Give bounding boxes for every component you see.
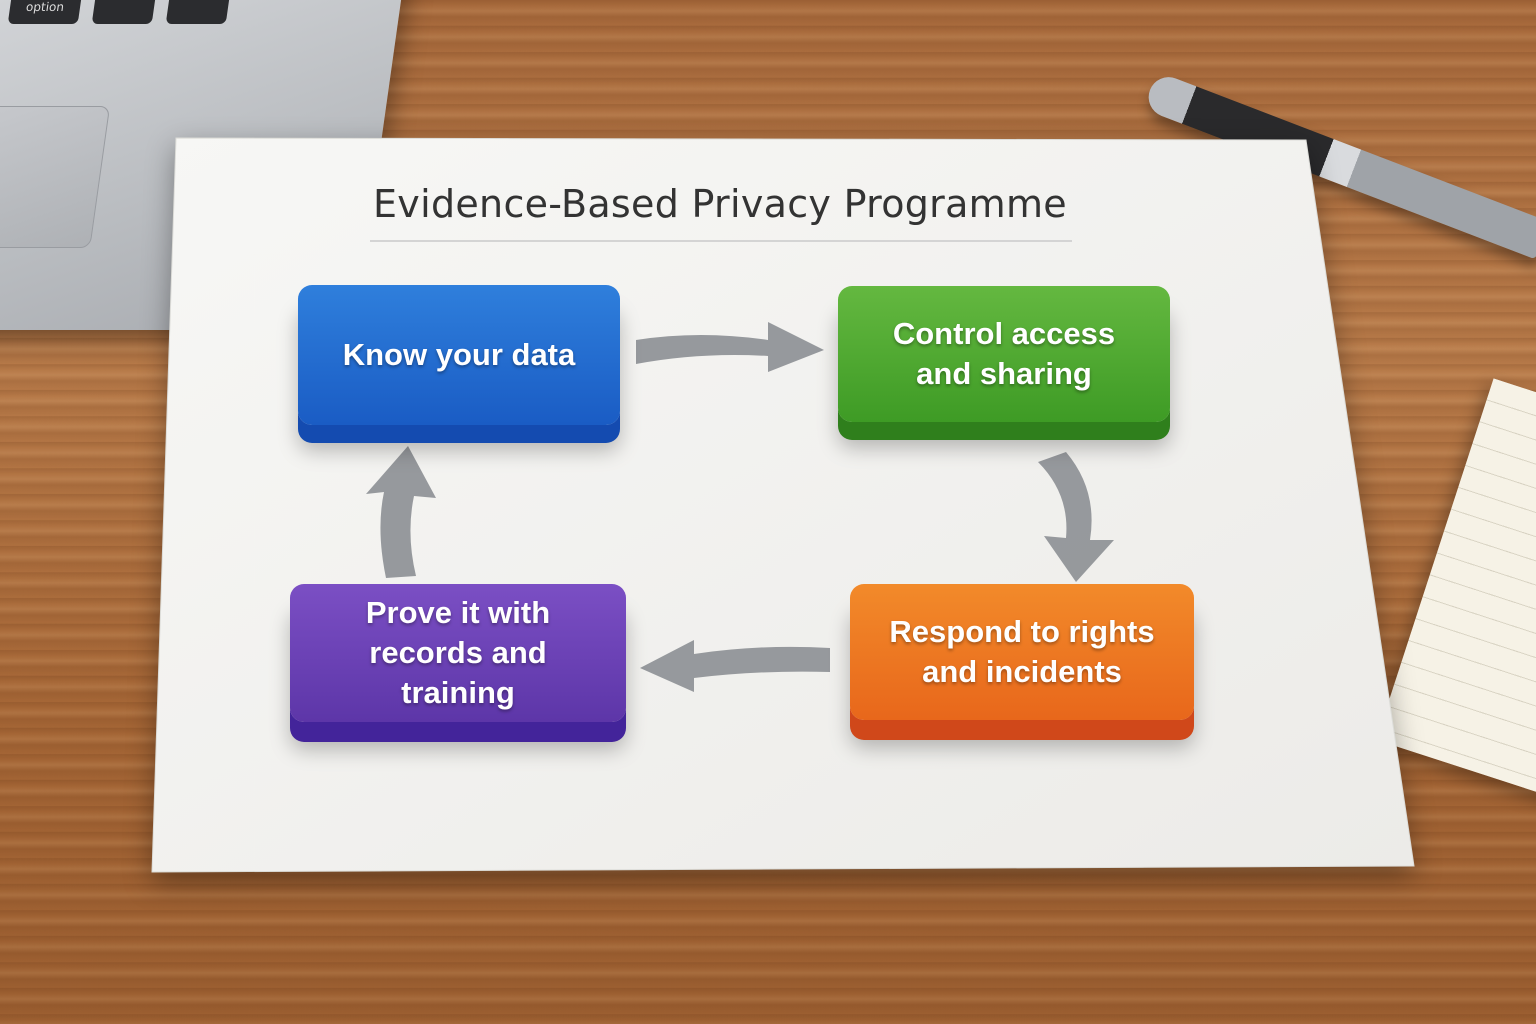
step-label: Prove it with records and training [365, 595, 551, 710]
step-label: Control access and sharing [892, 316, 1116, 391]
diagram-title: Evidence-Based Privacy Programme [373, 182, 1067, 226]
arrow-prove-to-know [366, 446, 436, 578]
step-respond-rights: Respond to rights and incidents [850, 584, 1194, 720]
step-label: Respond to rights and incidents [889, 614, 1155, 689]
step-control-access: Control access and sharing [838, 286, 1170, 422]
arrow-know-to-control [636, 322, 824, 372]
arrow-control-to-respond [1038, 452, 1114, 582]
title-underline [370, 240, 1072, 242]
step-prove-records: Prove it with records and training [290, 584, 626, 722]
step-label: Know your data [342, 337, 576, 372]
arrow-respond-to-prove [640, 640, 830, 692]
step-know-your-data: Know your data [298, 285, 620, 425]
